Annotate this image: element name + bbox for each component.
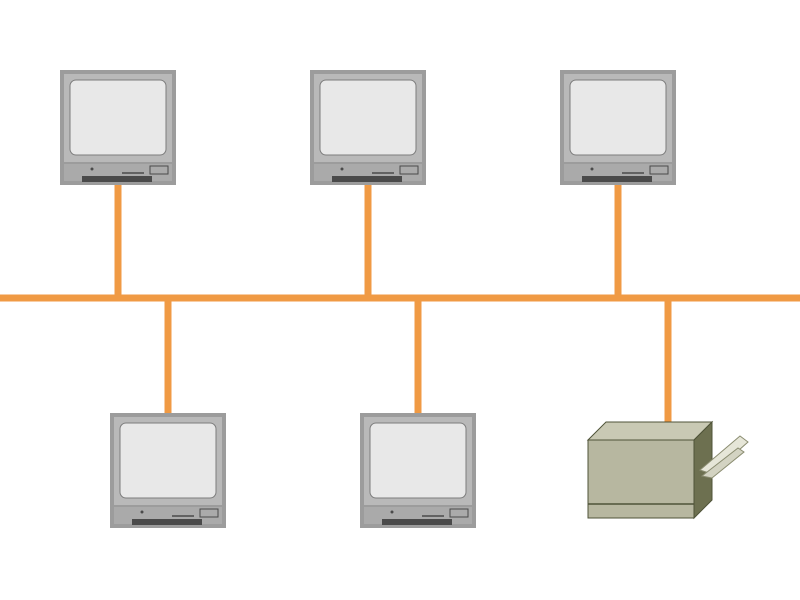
computer-node [560,70,676,185]
monitor-screen [569,79,667,156]
computer-node [310,70,426,185]
monitor-screen [369,422,467,499]
network-devices [60,70,749,528]
monitor-stand [382,519,452,525]
printer-node [586,420,749,520]
computer-node [60,70,176,185]
indicator-light [340,167,344,171]
network-links [114,185,672,422]
power-button [149,165,169,175]
indicator-light [90,167,94,171]
monitor-stand [132,519,202,525]
computer-node [110,413,226,528]
indicator-light [390,510,394,514]
monitor-stand [82,176,152,182]
power-button [449,508,469,518]
printer-front [587,439,695,519]
computer-node [360,413,476,528]
power-button [199,508,219,518]
monitor-screen [319,79,417,156]
monitor-stand [332,176,402,182]
monitor-screen [69,79,167,156]
printer-paper [700,447,745,479]
monitor-stand [582,176,652,182]
power-button [649,165,669,175]
printer-top [586,421,714,441]
power-button [399,165,419,175]
indicator-light [590,167,594,171]
indicator-light [140,510,144,514]
monitor-screen [119,422,217,499]
